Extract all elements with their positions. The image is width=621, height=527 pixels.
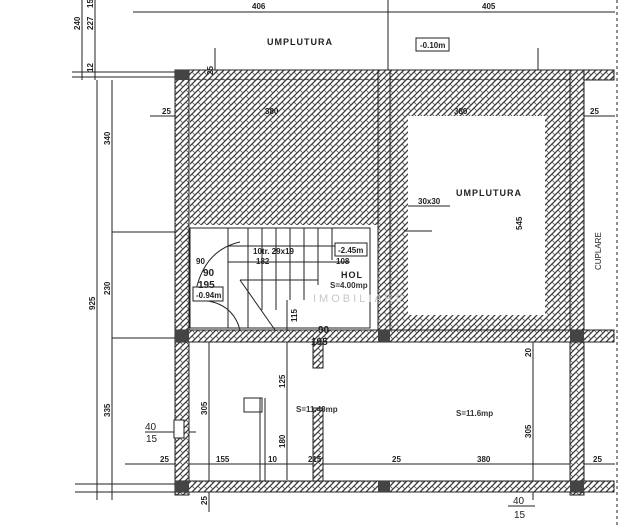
level-stair: -0.94m <box>196 291 221 300</box>
dimension-label: 15 <box>514 510 526 521</box>
dimension-label: 12 <box>86 63 95 72</box>
dimension-label: 15 <box>86 0 95 8</box>
dimension-label: 25 <box>160 455 169 464</box>
column-note: 30x30 <box>418 197 441 206</box>
dimension-label: 20 <box>524 348 533 357</box>
labels: UMPLUTURA -0.10m UMPLUTURA 30x30 HOL S=4… <box>73 0 603 521</box>
walls <box>173 69 615 496</box>
dimension-label: 90 <box>196 257 205 266</box>
dimension-label: 380 <box>265 107 279 116</box>
room-right-area: S=11.6mp <box>456 409 493 418</box>
dimension-label: 340 <box>103 131 112 145</box>
dimension-label: 25 <box>162 107 171 116</box>
dimension-label: 90 <box>318 325 330 336</box>
dimension-label: 545 <box>515 216 524 230</box>
dimension-label: 115 <box>290 309 299 322</box>
dimension-label: 10 <box>268 455 277 464</box>
dimension-label: 380 <box>454 107 468 116</box>
watermark: IMOBILIARE <box>313 293 406 305</box>
dimension-label: 125 <box>278 374 287 388</box>
dimension-label: 305 <box>200 401 209 415</box>
level-hall: -2.45m <box>338 246 363 255</box>
room-label-fill-right: UMPLUTURA <box>456 188 522 198</box>
dimension-label: 925 <box>88 296 97 310</box>
room-label-fill-top: UMPLUTURA <box>267 37 333 47</box>
room-label-hall: HOL <box>341 270 363 280</box>
dimension-label: 305 <box>524 424 533 438</box>
dimension-label: 195 <box>198 280 215 291</box>
staircase[interactable] <box>189 227 371 331</box>
dimension-label: 90 <box>203 268 215 279</box>
dimension-label: 405 <box>482 2 496 11</box>
stair-note: 10tr. 29x19 <box>253 247 294 256</box>
hall-area: S=4.00mp <box>330 281 368 290</box>
dimension-label: 25 <box>206 66 215 75</box>
dimension-label: 25 <box>392 455 401 464</box>
dimension-label: 182 <box>256 257 270 266</box>
dimension-label: 227 <box>86 16 95 30</box>
dimension-label: CUPLARE <box>594 232 603 270</box>
dimension-label: 335 <box>103 403 112 417</box>
dimension-label: 230 <box>103 281 112 295</box>
dimension-label: 25 <box>593 455 602 464</box>
dimension-label: 240 <box>73 16 82 30</box>
dimension-label: 15 <box>146 434 158 445</box>
level-top: -0.10m <box>420 41 445 50</box>
dimension-label: 25 <box>200 496 209 505</box>
dimension-label: 40 <box>513 496 525 507</box>
dimension-label: 180 <box>278 434 287 448</box>
dimension-label: 25 <box>590 107 599 116</box>
dimension-label: 406 <box>252 2 266 11</box>
dimension-label: 155 <box>216 455 230 464</box>
dimension-label: 195 <box>311 337 328 348</box>
dimension-label: 40 <box>145 422 157 433</box>
dimension-label: 108 <box>336 257 350 266</box>
room-left-area: S=11.40mp <box>296 405 338 414</box>
dimension-label: 215 <box>308 455 322 464</box>
dimension-label: 380 <box>477 455 491 464</box>
